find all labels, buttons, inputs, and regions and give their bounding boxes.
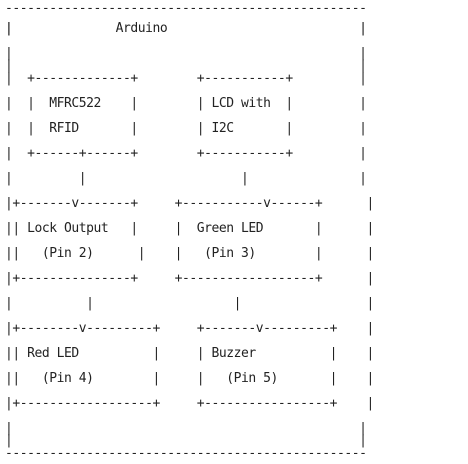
diagram-line: |+-------v-------+ +-----------v------+ … bbox=[5, 196, 374, 211]
diagram-line: | | bbox=[5, 46, 367, 61]
diagram-line: ----------------------------------------… bbox=[5, 1, 367, 16]
diagram-line: |+------------------+ +-----------------… bbox=[5, 396, 374, 411]
diagram-line: || (Pin 2) | | (Pin 3) | | bbox=[5, 246, 374, 261]
diagram-line: | | | | bbox=[5, 296, 374, 311]
diagram-title: | Arduino | bbox=[5, 21, 367, 36]
diagram-line: | | RFID | | I2C | | bbox=[5, 121, 367, 136]
diagram-line: |+---------------+ +------------------+ … bbox=[5, 271, 374, 286]
diagram-line: | | bbox=[5, 433, 367, 448]
diagram-line: | | bbox=[5, 58, 367, 73]
diagram-line: || Lock Output | | Green LED | | bbox=[5, 221, 374, 236]
diagram-line: | | | | bbox=[5, 171, 367, 186]
diagram-line: |+--------v---------+ +-------v---------… bbox=[5, 321, 374, 336]
diagram-line: | +-------------+ +-----------+ | bbox=[5, 71, 367, 86]
diagram-line: | +------+------+ +-----------+ | bbox=[5, 146, 367, 161]
diagram-line: | | bbox=[5, 421, 367, 436]
diagram-line: | | MFRC522 | | LCD with | | bbox=[5, 96, 367, 111]
diagram-line: | | bbox=[5, 21, 367, 36]
diagram-line: ----------------------------------------… bbox=[5, 446, 367, 461]
diagram-line: || (Pin 4) | | (Pin 5) | | bbox=[5, 371, 374, 386]
diagram-line: || Red LED | | Buzzer | | bbox=[5, 346, 374, 361]
